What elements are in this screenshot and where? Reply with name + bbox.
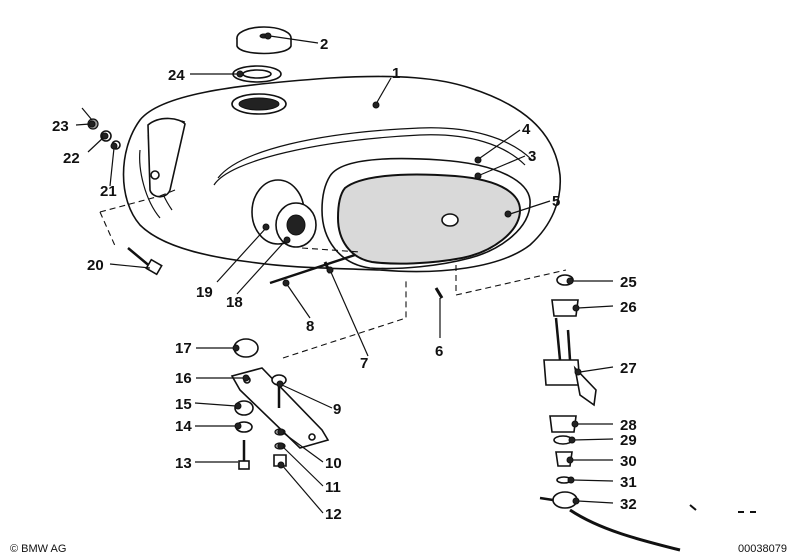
callout-18: 18 <box>226 294 243 311</box>
callout-12: 12 <box>325 506 342 523</box>
callout-28: 28 <box>620 417 637 434</box>
copyright-text: © BMW AG <box>10 543 66 555</box>
callout-13: 13 <box>175 455 192 472</box>
callout-29: 29 <box>620 432 637 449</box>
callout-6: 6 <box>435 343 443 360</box>
callout-5: 5 <box>552 193 560 210</box>
callout-numbers: 1 2 3 4 5 6 7 8 9 10 11 12 13 14 15 16 1… <box>52 36 637 523</box>
callout-19: 19 <box>196 284 213 301</box>
screw <box>434 287 444 299</box>
mounting-bracket <box>147 117 186 198</box>
callout-14: 14 <box>175 418 192 435</box>
callout-26: 26 <box>620 299 637 316</box>
callout-15: 15 <box>175 396 192 413</box>
rod <box>269 253 356 285</box>
filler-cap <box>236 26 292 55</box>
callout-30: 30 <box>620 453 637 470</box>
assembly-lines <box>99 189 567 359</box>
leader-lines <box>75 32 614 514</box>
callout-1: 1 <box>392 65 400 82</box>
callout-11: 11 <box>325 479 341 496</box>
fuel-tap-assembly <box>539 274 756 552</box>
callout-2: 2 <box>320 36 328 53</box>
drawing-number: 00038079 <box>738 543 787 555</box>
callout-23: 23 <box>52 118 69 135</box>
callout-25: 25 <box>620 274 637 291</box>
callout-8: 8 <box>306 318 314 335</box>
filler-neck <box>231 93 287 115</box>
callout-3: 3 <box>528 148 536 165</box>
callout-4: 4 <box>522 121 531 138</box>
callout-21: 21 <box>100 183 117 200</box>
callout-7: 7 <box>360 355 368 372</box>
callout-16: 16 <box>175 370 192 387</box>
callout-27: 27 <box>620 360 637 377</box>
callout-9: 9 <box>333 401 341 418</box>
long-bolt <box>127 247 163 276</box>
knee-pad <box>321 157 531 270</box>
callout-31: 31 <box>620 474 637 491</box>
callout-22: 22 <box>63 150 80 167</box>
callout-24: 24 <box>168 67 185 84</box>
callout-10: 10 <box>325 455 342 472</box>
callout-20: 20 <box>87 257 104 274</box>
callout-32: 32 <box>620 496 637 513</box>
callout-17: 17 <box>175 340 192 357</box>
